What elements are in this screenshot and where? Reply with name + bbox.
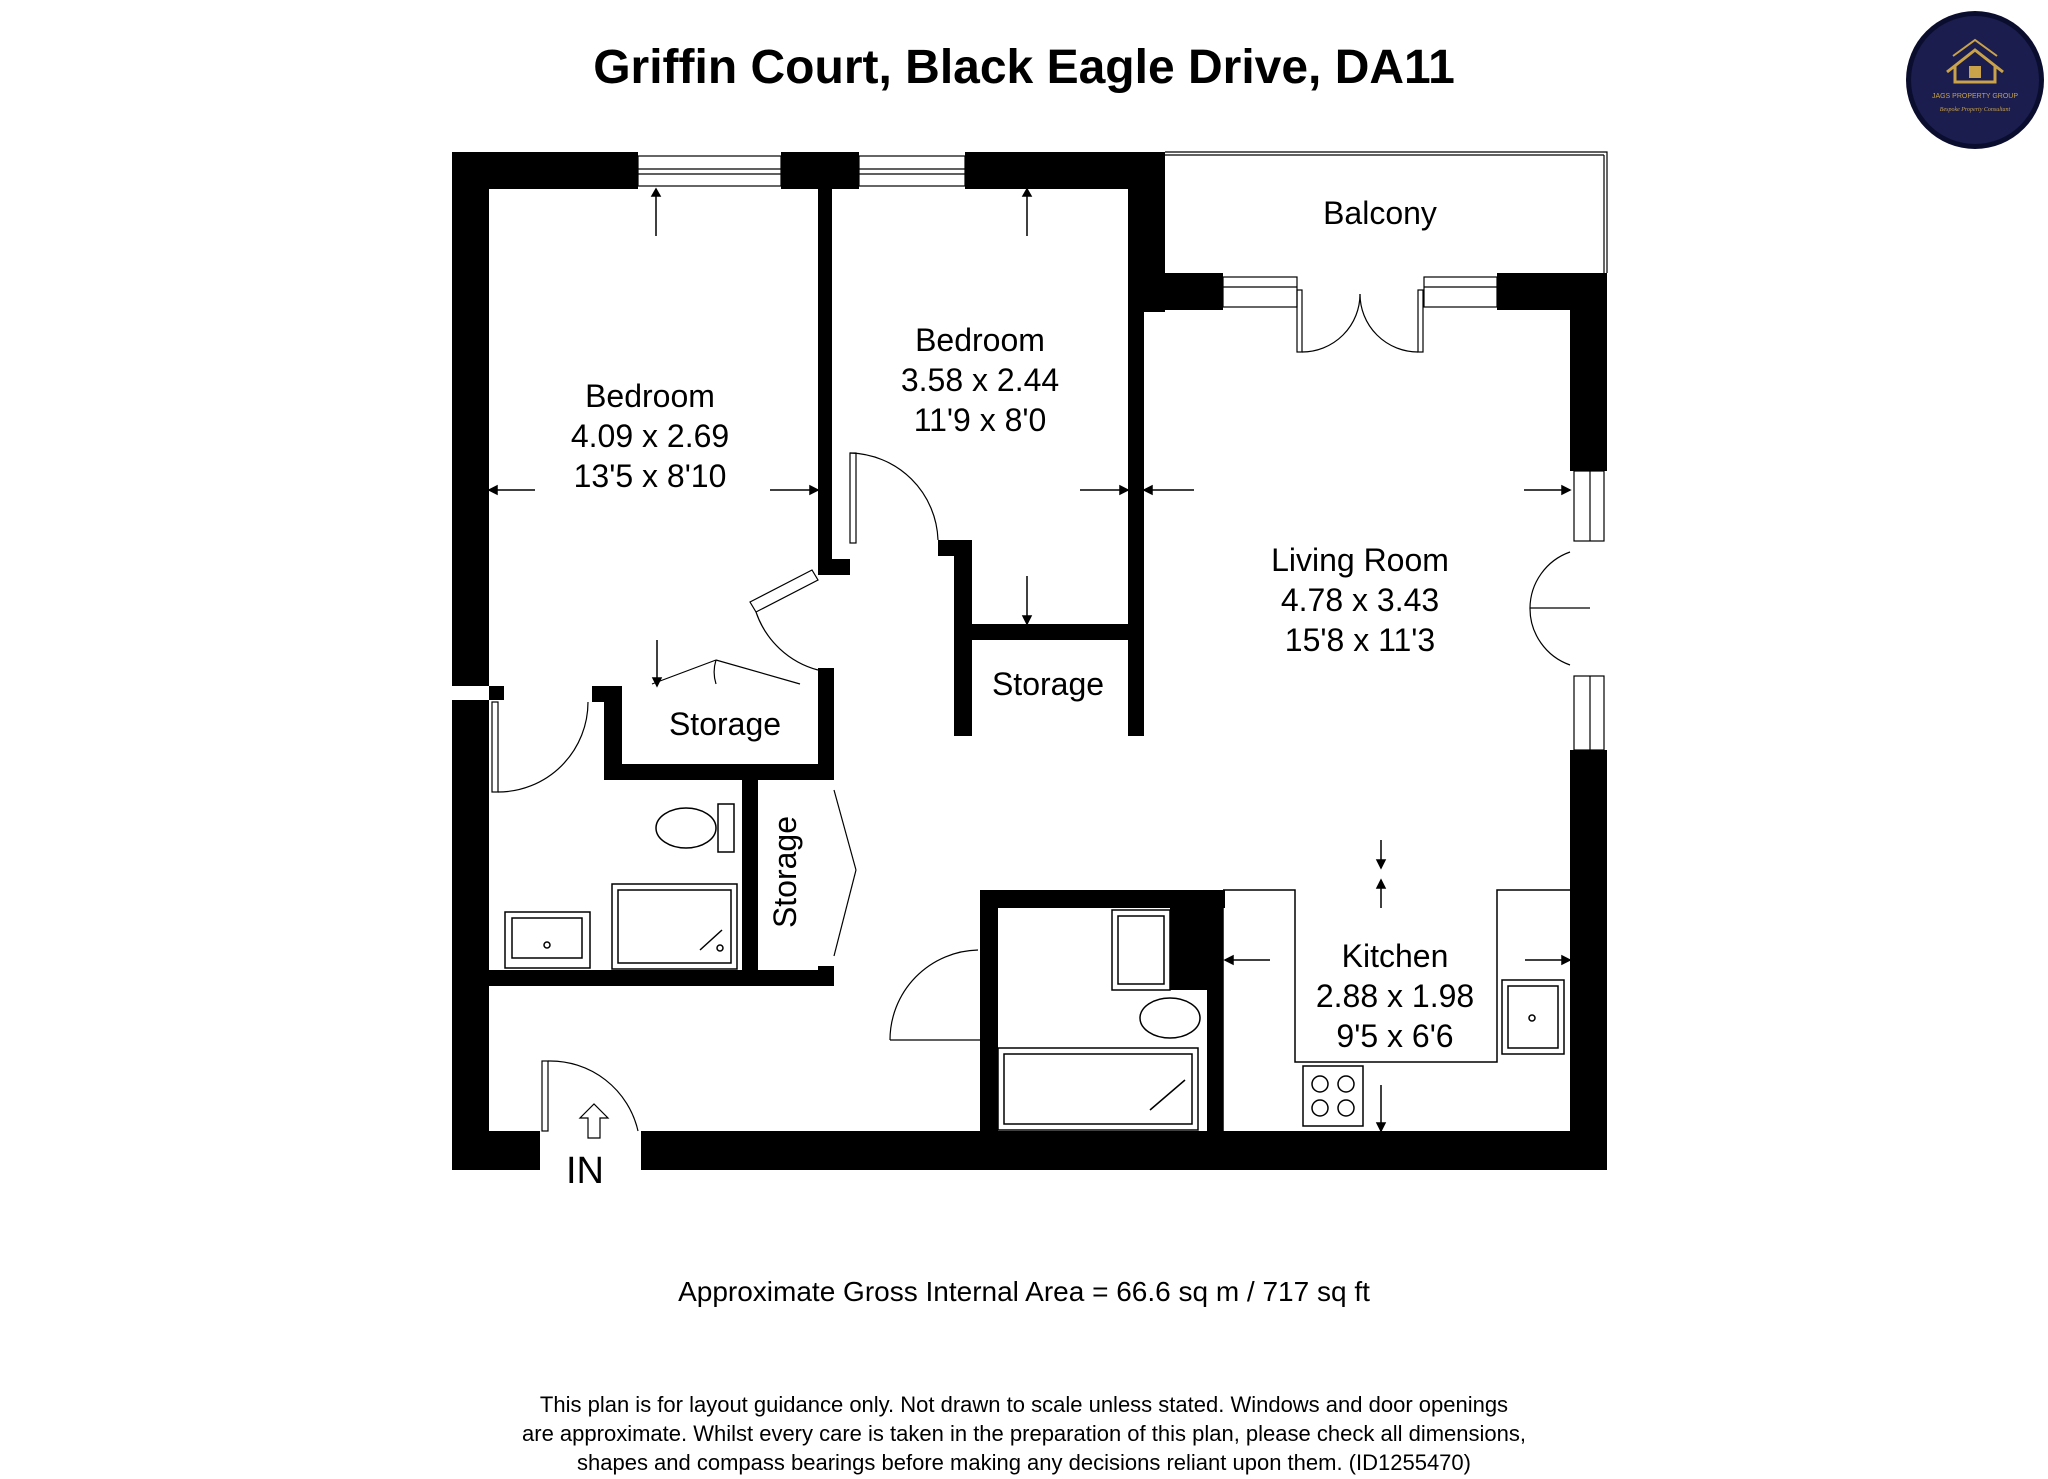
toilet-1 xyxy=(655,807,717,849)
logo-brand: JAGS PROPERTY GROUP xyxy=(1932,93,2018,100)
house-icon xyxy=(1946,38,2004,84)
room-name: Storage xyxy=(767,815,803,929)
walls xyxy=(452,152,1607,1170)
basin-2 xyxy=(1111,909,1171,991)
balcony-outline xyxy=(1165,151,1608,273)
windows xyxy=(637,155,1605,751)
disclaimer-line: are approximate. Whilst every care is ta… xyxy=(522,1421,1526,1446)
room-label-storage-hall: Storage xyxy=(765,792,805,952)
room-dimensions-imperial: 9'5 x 6'6 xyxy=(1336,1018,1454,1054)
disclaimer-line: shapes and compass bearings before makin… xyxy=(577,1450,1471,1475)
room-dimensions-metric: 2.88 x 1.98 xyxy=(1315,978,1475,1014)
toilet-cistern-1 xyxy=(717,803,735,853)
room-dimensions-metric: 4.09 x 2.69 xyxy=(570,418,730,454)
room-dimensions-imperial: 13'5 x 8'10 xyxy=(573,458,727,494)
room-name: Storage xyxy=(991,666,1105,702)
disclaimer: This plan is for layout guidance only. N… xyxy=(0,1390,2048,1477)
room-label-kitchen: Kitchen 2.88 x 1.98 9'5 x 6'6 xyxy=(1265,936,1525,1056)
entrance-arrow-icon xyxy=(578,1103,610,1139)
kitchen-counter xyxy=(1223,889,1570,1063)
toilet-2 xyxy=(1139,997,1201,1039)
room-name: Living Room xyxy=(1271,542,1449,578)
room-name: Bedroom xyxy=(915,322,1045,358)
hob xyxy=(1302,1065,1364,1127)
room-dimensions-imperial: 11'9 x 8'0 xyxy=(913,402,1047,438)
room-name: Kitchen xyxy=(1341,938,1449,974)
bathtub-2 xyxy=(997,1047,1199,1131)
kitchen-sink xyxy=(1501,979,1565,1055)
shower-tray-1 xyxy=(611,883,738,970)
basin-1 xyxy=(504,911,591,969)
room-name: Balcony xyxy=(1323,195,1437,231)
room-label-bedroom-2: Bedroom 3.58 x 2.44 11'9 x 8'0 xyxy=(850,320,1110,440)
room-dimensions-imperial: 15'8 x 11'3 xyxy=(1284,622,1436,658)
gross-internal-area: Approximate Gross Internal Area = 66.6 s… xyxy=(678,1276,1370,1307)
fixtures xyxy=(504,803,1570,1131)
room-dimensions-metric: 3.58 x 2.44 xyxy=(900,362,1060,398)
room-label-living-room: Living Room 4.78 x 3.43 15'8 x 11'3 xyxy=(1220,540,1500,660)
disclaimer-line: This plan is for layout guidance only. N… xyxy=(539,1392,1509,1417)
room-name: Storage xyxy=(668,706,782,742)
dimension-arrows xyxy=(487,187,1572,1133)
doors xyxy=(491,289,1590,1132)
entrance-label: IN xyxy=(566,1150,604,1192)
room-name: Bedroom xyxy=(585,378,715,414)
room-label-storage-bedroom1: Storage xyxy=(645,704,805,744)
room-label-bedroom-1: Bedroom 4.09 x 2.69 13'5 x 8'10 xyxy=(520,376,780,496)
room-label-storage-bedroom2: Storage xyxy=(968,664,1128,704)
logo-tagline: Bespoke Property Consultant xyxy=(1940,107,2011,113)
plan-title: Griffin Court, Black Eagle Drive, DA11 xyxy=(593,41,1455,94)
company-logo: JAGS PROPERTY GROUP Bespoke Property Con… xyxy=(1906,11,2044,149)
room-dimensions-metric: 4.78 x 3.43 xyxy=(1280,582,1440,618)
room-label-balcony: Balcony xyxy=(1260,193,1500,233)
